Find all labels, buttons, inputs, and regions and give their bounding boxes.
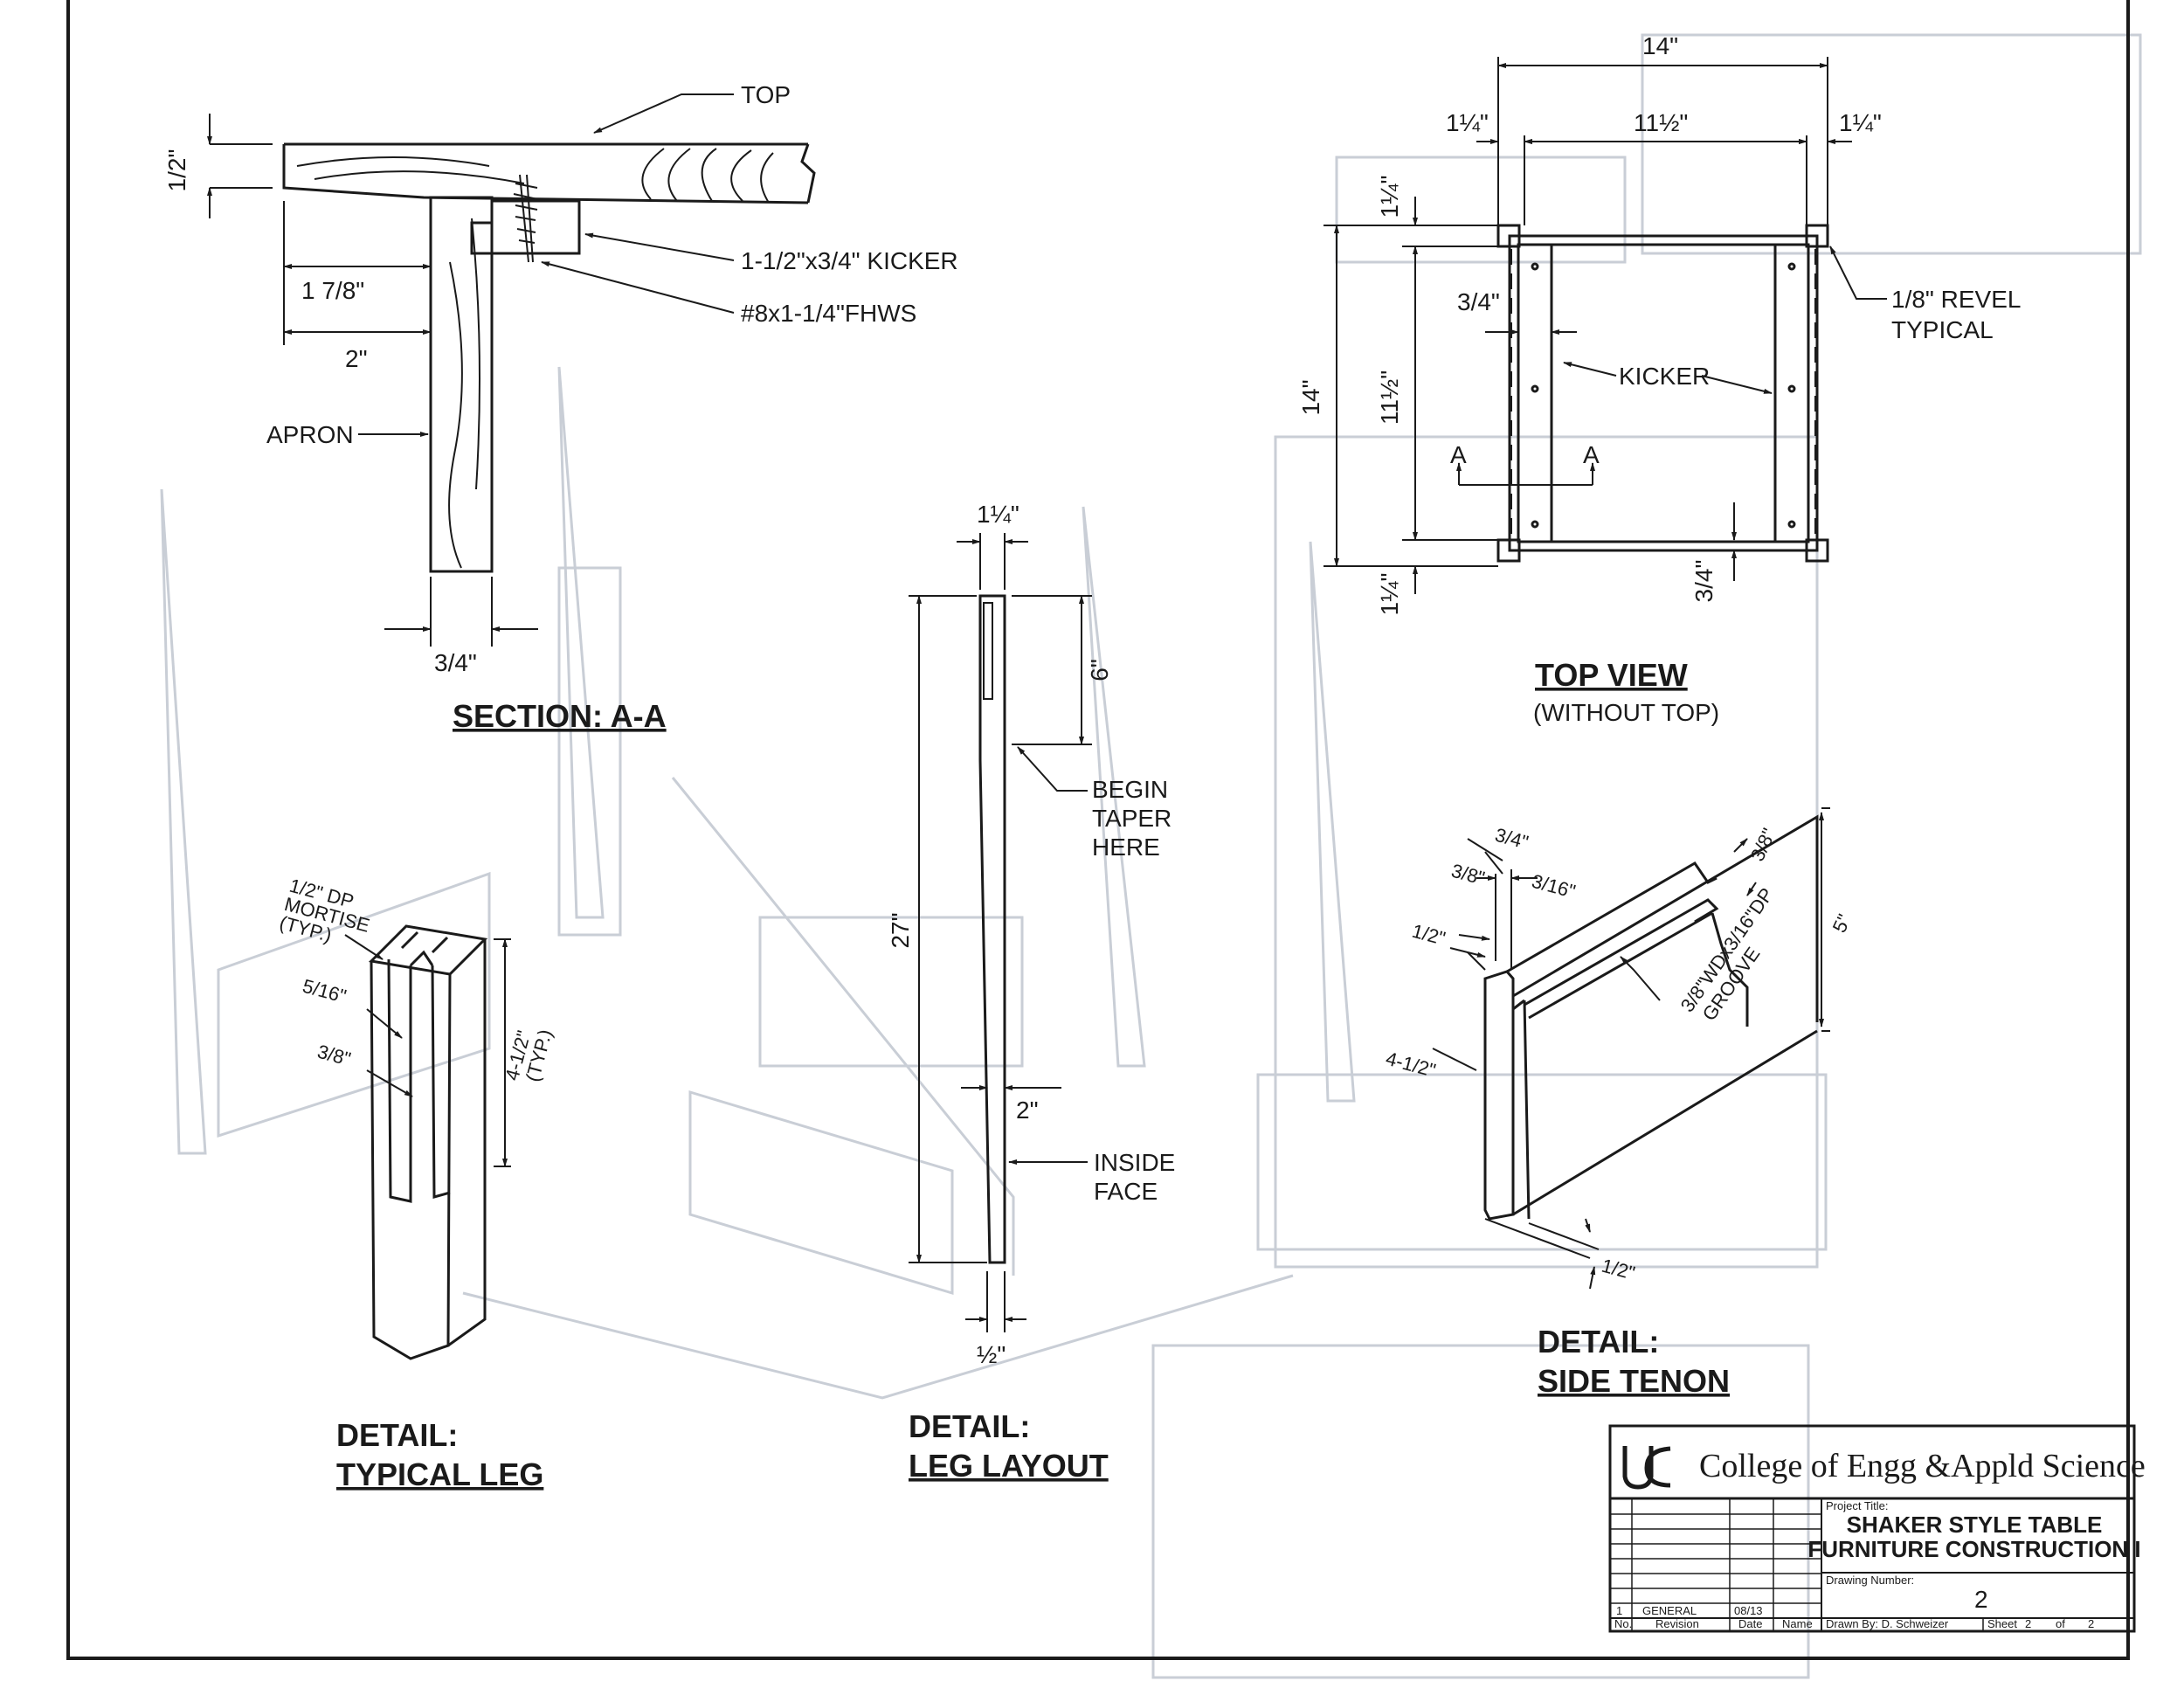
top-view (1496, 224, 1829, 563)
taper-note-1: BEGIN (1092, 776, 1168, 803)
dim-two-inch: 2" (345, 345, 368, 372)
title-block (1608, 1424, 2136, 1633)
section-mark-left: A (1450, 441, 1467, 468)
dim-14-side: 14" (1297, 379, 1324, 415)
project-line-2: FURNITURE CONSTRUCTION I (1807, 1536, 2140, 1562)
dim-3-4-inner: 3/4" (1457, 288, 1500, 315)
revel-label-typical: TYPICAL (1891, 316, 1994, 343)
dim-1-1-4-left: 1¼" (1446, 109, 1489, 136)
sheet-number: 2 (2025, 1617, 2031, 1630)
col-name: Name (1782, 1617, 1813, 1630)
dim-1-1-4-side-bottom: 1¼" (1376, 573, 1403, 616)
dim-leg-6: 6" (1086, 659, 1113, 681)
rev-number: 1 (1616, 1604, 1622, 1617)
section-aa-dimensions (207, 93, 735, 647)
typical-leg-view (368, 924, 488, 1360)
top-view-dimensions (1324, 57, 1887, 594)
dim-14-top: 14" (1642, 32, 1678, 59)
drawn-by: Drawn By: D. Schweizer (1826, 1617, 1949, 1630)
top-label: TOP (741, 81, 791, 108)
col-date: Date (1738, 1617, 1762, 1630)
dim-tenon-three-eighths-a: 3/8" (1449, 860, 1488, 889)
dim-tenon-three-eighths-b: 3/8" (1746, 825, 1780, 864)
side-tenon-view (1483, 814, 1819, 1221)
dim-11-1-2-side: 11½" (1376, 370, 1403, 425)
taper-note-2: TAPER (1092, 805, 1171, 832)
dim-leg-27: 27" (887, 912, 914, 948)
dim-tenon-three-sixteenths: 3/16" (1530, 870, 1578, 903)
kicker-label: KICKER (1619, 363, 1710, 390)
top-view-labels: 14" 1¼" 11½" 1¼" 14" 11½" 1¼" 1¼" 3/4" 3… (1297, 32, 2021, 726)
section-aa-title: SECTION: A-A (453, 698, 667, 734)
dim-three-eighths: 3/8" (315, 1041, 354, 1070)
dim-tenon-half-a: 1/2" (1410, 920, 1448, 950)
screw-callout: #8x1-1/4"FHWS (741, 300, 916, 327)
inside-face-2: FACE (1094, 1178, 1158, 1205)
col-no: No. (1614, 1617, 1632, 1630)
title-block-text: College of Engg &Appld Science Project T… (1614, 1448, 2146, 1630)
leg-layout-title: DETAIL: (909, 1408, 1030, 1444)
side-tenon-title: DETAIL: (1538, 1324, 1659, 1359)
revel-label: 1/8" REVEL (1891, 286, 2021, 313)
sheet-label: Sheet (1987, 1617, 2017, 1630)
kicker-callout: 1-1/2"x3/4" KICKER (741, 247, 958, 274)
typical-leg-labels: 1/2" DP MORTISE (TYP.) 5/16" 3/8" 4-1/2"… (277, 875, 556, 1492)
dim-tenon-four-and-half: 4-1/2" (1384, 1048, 1438, 1082)
side-tenon-labels: 3/4" 3/8" 3/16" 1/2" 3/8" 5" 3/8"WDx3/16… (1384, 824, 1856, 1399)
section-aa-labels: TOP 1-1/2"x3/4" KICKER #8x1-1/4"FHWS APR… (163, 81, 958, 734)
dim-11-1-2-top: 11½" (1634, 109, 1688, 136)
sheet-border (66, 0, 2130, 1660)
dim-1-1-4-right: 1¼" (1839, 109, 1882, 136)
dim-leg-bottom: ½" (977, 1341, 1006, 1368)
section-mark-right: A (1583, 441, 1600, 468)
project-title-label: Project Title: (1826, 1499, 1889, 1512)
leg-layout-view (978, 594, 1006, 1264)
dim-tenon-half-b: 1/2" (1600, 1255, 1638, 1284)
school-name: College of Engg &Appld Science (1699, 1448, 2146, 1484)
leg-layout-title-2: LEG LAYOUT (909, 1448, 1109, 1484)
dim-3-4-bottom: 3/4" (1690, 560, 1717, 603)
side-tenon-title-2: SIDE TENON (1538, 1363, 1730, 1399)
typical-leg-title: DETAIL: (336, 1417, 458, 1453)
sheet-of: of (2056, 1617, 2065, 1630)
typical-leg-dimensions (344, 934, 511, 1167)
section-aa-view (282, 142, 816, 573)
sheet-total: 2 (2088, 1617, 2094, 1630)
dim-tenon-five: 5" (1828, 910, 1856, 936)
dim-three-quarter: 3/4" (434, 649, 477, 676)
inside-face-1: INSIDE (1094, 1149, 1175, 1176)
dim-1-1-4-side-top: 1¼" (1376, 176, 1403, 218)
side-tenon-dimensions (1432, 807, 1830, 1290)
drawing-number-label: Drawing Number: (1826, 1574, 1914, 1587)
top-view-title: TOP VIEW (1535, 657, 1688, 693)
rev-date: 08/13 (1734, 1604, 1763, 1617)
dim-tenon-three-quarter: 3/4" (1493, 824, 1531, 854)
leg-layout-labels: 1¼" 6" 27" 2" ½" BEGIN TAPER HERE INSIDE… (887, 501, 1175, 1484)
col-revision: Revision (1655, 1617, 1699, 1630)
top-view-subtitle: (WITHOUT TOP) (1533, 699, 1719, 726)
project-line-1: SHAKER STYLE TABLE (1847, 1512, 2103, 1538)
dim-leg-top: 1¼" (977, 501, 1019, 528)
rev-description: GENERAL (1642, 1604, 1697, 1617)
dim-half-inch: 1/2" (163, 149, 190, 192)
leg-layout-dimensions (909, 533, 1092, 1332)
dim-five-sixteenths: 5/16" (301, 975, 349, 1007)
ghost-backdrop (160, 33, 2142, 1679)
dim-one-seven-eighths: 1 7/8" (301, 277, 364, 304)
drawing-number: 2 (1974, 1586, 1988, 1613)
apron-label: APRON (266, 421, 354, 448)
taper-note-3: HERE (1092, 834, 1160, 861)
typical-leg-title-2: TYPICAL LEG (336, 1456, 543, 1492)
dim-leg-2: 2" (1016, 1097, 1039, 1124)
